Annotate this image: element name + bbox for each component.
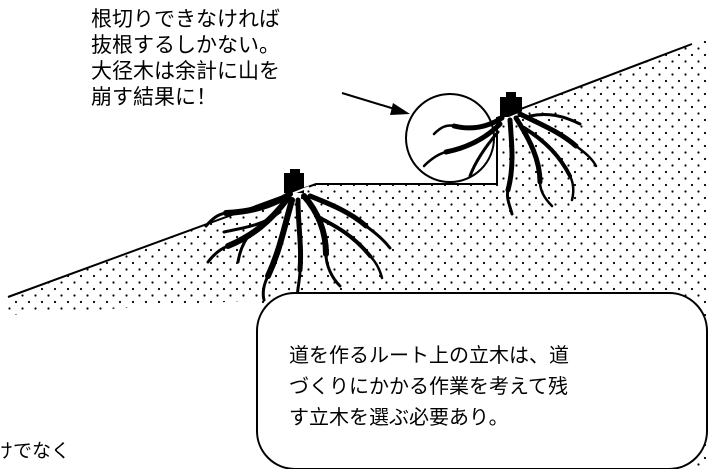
partial-text: けでなく xyxy=(0,440,70,462)
note-box xyxy=(256,292,708,469)
note-text: 道を作るルート上の立木は、道 づくりにかかる作業を考えて残 す立木を選ぶ必要あり… xyxy=(289,340,569,433)
callout-line-4: 崩す結果に！ xyxy=(91,85,217,109)
note-line-1: 道を作るルート上の立木は、道 xyxy=(289,343,569,367)
callout-line-1: 根切りできなければ xyxy=(91,7,280,31)
partial-line-1: けでなく xyxy=(0,440,71,462)
upper-tree-roots xyxy=(422,111,598,216)
callout-line-2: 抜根するしかない。 xyxy=(91,33,280,57)
callout-arrow xyxy=(341,92,410,115)
highlight-circle xyxy=(405,93,495,183)
upper-tree-stump xyxy=(496,92,529,124)
ground-profile-line xyxy=(7,43,693,298)
callout-text: 根切りできなければ 抜根するしかない。 大径木は余計に山を 崩す結果に！ xyxy=(91,6,280,110)
tree-stump-icon xyxy=(284,173,304,193)
note-line-2: づくりにかかる作業を考えて残 xyxy=(289,374,568,398)
callout-line-3: 大径木は余計に山を xyxy=(91,59,280,83)
note-line-3: す立木を選ぶ必要あり。 xyxy=(289,405,509,429)
